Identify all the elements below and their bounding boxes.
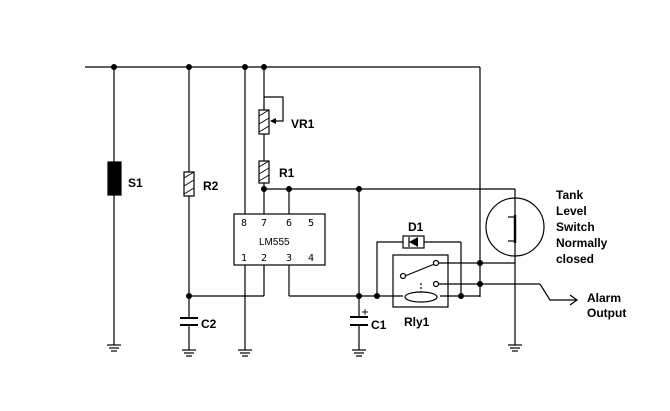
junctions [111, 64, 483, 299]
level-switch-symbol [485, 197, 545, 257]
pin-6-label: 6 [286, 218, 292, 229]
ground-symbols [107, 344, 522, 357]
pin-3-label: 3 [286, 253, 292, 264]
wires [85, 66, 579, 350]
c1-symbol [350, 309, 368, 326]
pin-8-label: 8 [241, 218, 247, 229]
s1-symbol [107, 161, 122, 196]
ground-icon [238, 349, 252, 357]
r1-symbol [258, 160, 270, 184]
level-switch-label: Tank Level Switch Normally closed [556, 188, 611, 266]
ground-icon [508, 344, 522, 352]
d1-symbol [402, 235, 425, 249]
rly1-symbol [392, 254, 449, 308]
lm555-label: LM555 [259, 237, 290, 248]
c1-label: C1 [371, 318, 387, 332]
ground-icon [182, 349, 196, 357]
r2-label: R2 [203, 179, 219, 193]
alarm-output-label: Alarm Output [587, 291, 626, 320]
vr1-symbol [258, 109, 276, 135]
vr1-label: VR1 [291, 117, 315, 131]
ground-icon [352, 349, 366, 357]
rly1-label: Rly1 [404, 315, 430, 329]
lm555-chip [233, 213, 326, 266]
pin-1-label: 1 [241, 253, 247, 264]
pin-7-label: 7 [261, 218, 267, 229]
s1-label: S1 [128, 176, 143, 190]
r2-symbol [183, 171, 195, 197]
c2-label: C2 [201, 317, 217, 331]
r1-label: R1 [279, 166, 295, 180]
pin-5-label: 5 [308, 218, 314, 229]
c2-symbol [180, 317, 198, 326]
pin-2-label: 2 [261, 253, 267, 264]
pin-4-label: 4 [308, 253, 314, 264]
ground-icon [107, 344, 121, 352]
d1-label: D1 [408, 220, 424, 234]
